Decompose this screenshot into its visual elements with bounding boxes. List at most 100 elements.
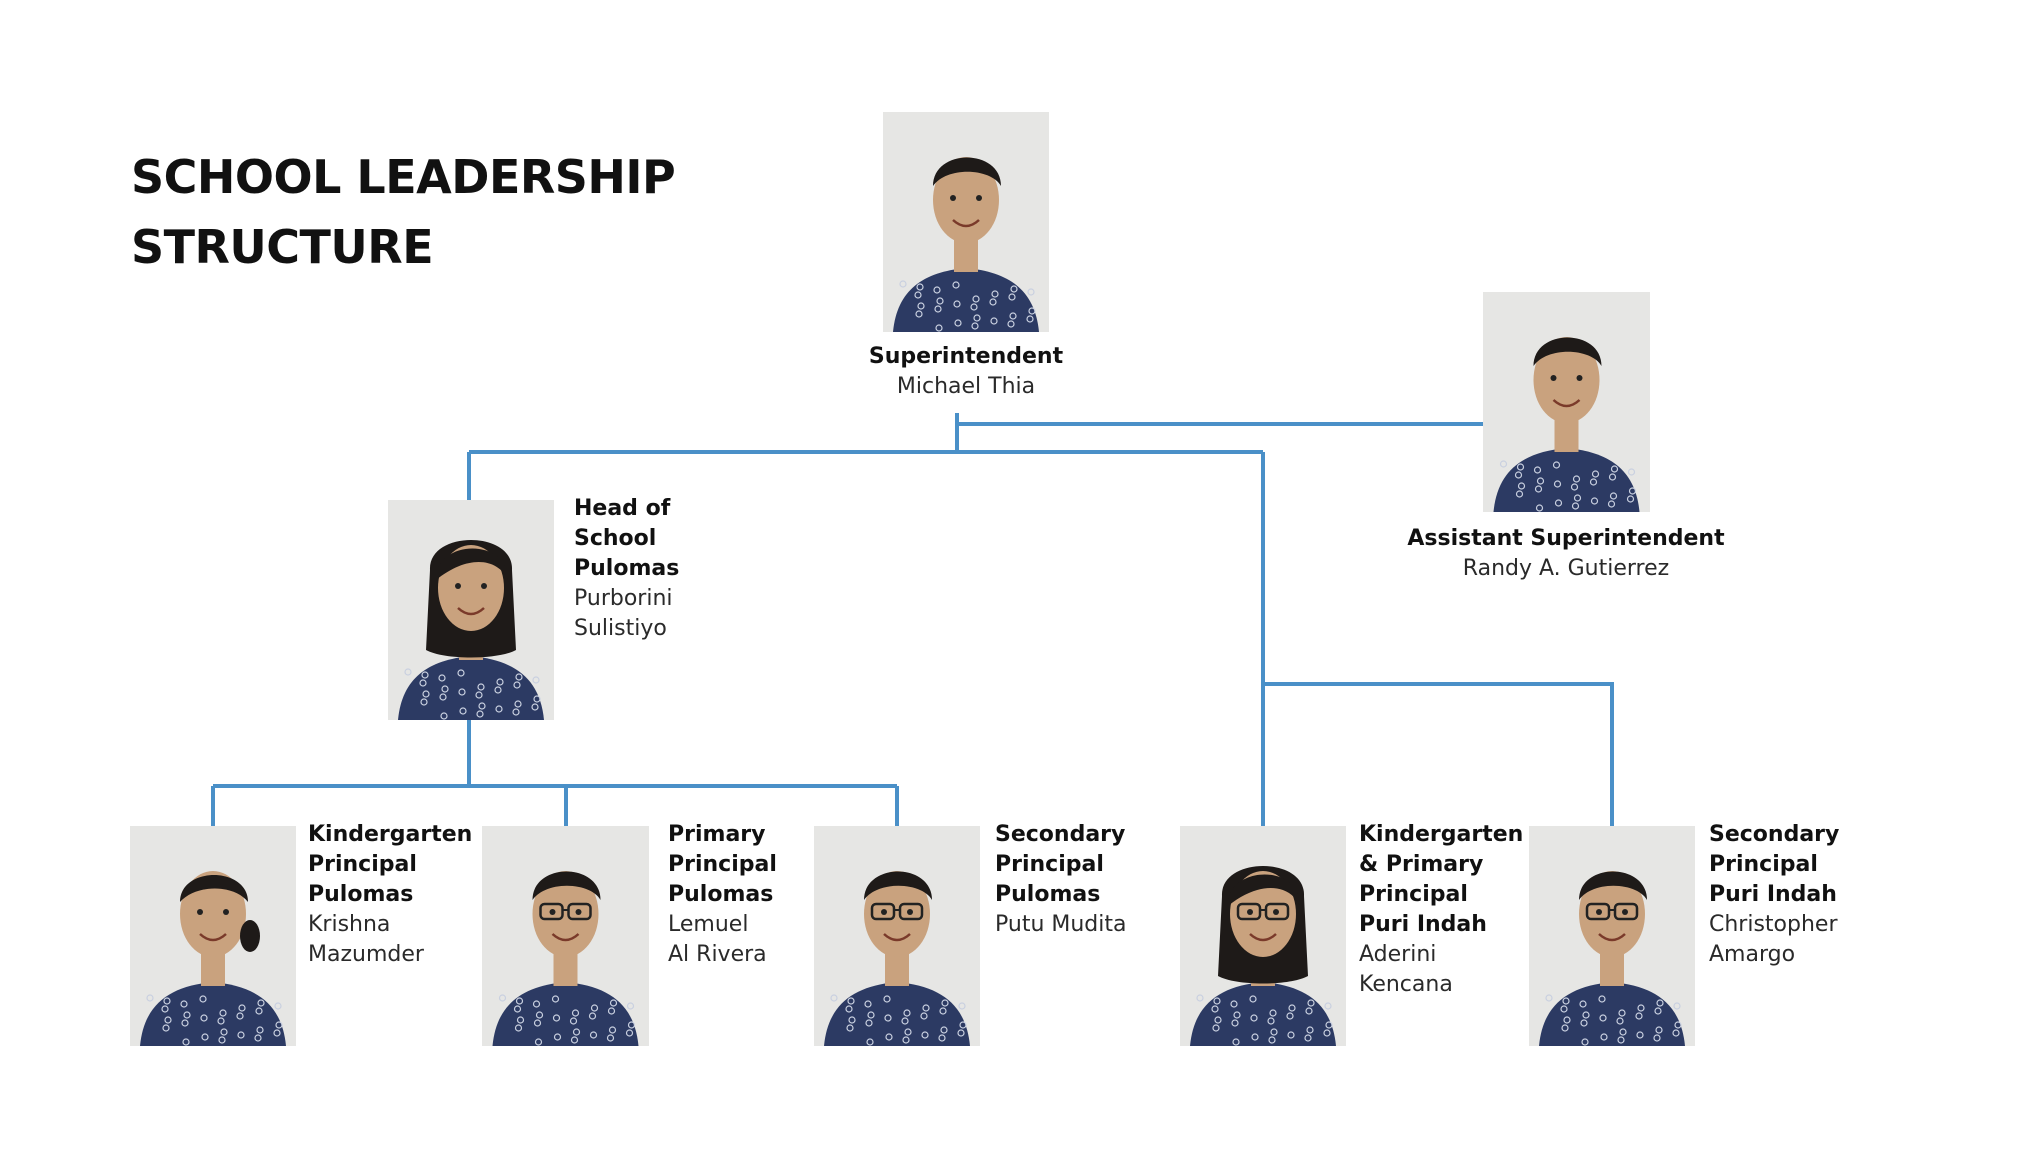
batik-pattern — [218, 1036, 226, 1044]
batik-pattern — [420, 698, 428, 706]
batik-pattern — [164, 1016, 172, 1024]
batik-pattern — [1009, 312, 1017, 320]
batik-pattern — [440, 712, 448, 720]
smile — [1249, 933, 1277, 942]
batik-pattern — [1673, 1002, 1681, 1010]
secondary-principal-puri-indah-photo — [1529, 826, 1695, 1046]
batik-pattern — [1305, 1007, 1313, 1015]
batik-pattern — [939, 1007, 947, 1015]
batik-shirt — [824, 982, 970, 1046]
batik-pattern — [1552, 461, 1561, 469]
batik-pattern — [914, 291, 922, 299]
batik-pattern — [934, 305, 942, 313]
batik-pattern — [845, 1005, 853, 1013]
batik-pattern — [1250, 1014, 1258, 1022]
batik-pattern — [1554, 499, 1563, 507]
batik-pattern — [551, 995, 560, 1003]
batik-pattern — [498, 994, 507, 1002]
hair-top — [1227, 874, 1300, 906]
batik-pattern — [1196, 994, 1204, 1002]
hair-top — [864, 871, 932, 900]
batik-pattern — [883, 995, 891, 1003]
assistant-superintendent-label: Assistant Superintendent Randy A. Gutier… — [1376, 524, 1756, 584]
kg-primary-principal-puri-indah-label: Kindergarten & Primary Principal Puri In… — [1359, 820, 1539, 1000]
face — [532, 871, 599, 957]
batik-pattern — [477, 683, 485, 691]
kg-principal-pulomas-name: Krishna Mazumder — [308, 912, 424, 967]
batik-pattern — [941, 999, 949, 1007]
face — [1579, 871, 1645, 957]
batik-pattern — [952, 281, 960, 289]
secondary-principal-pulomas-photo — [814, 826, 980, 1046]
batik-pattern — [899, 280, 907, 288]
batik-pattern — [1324, 1002, 1332, 1010]
face — [933, 157, 999, 243]
batik-pattern — [513, 681, 521, 689]
batik-pattern — [162, 1024, 170, 1032]
secondary-principal-pulomas-name: Putu Mudita — [995, 912, 1127, 937]
hair-top — [532, 871, 601, 900]
batik-pattern — [1306, 1026, 1314, 1034]
glasses-right-lens — [1264, 902, 1290, 921]
batik-pattern — [572, 1028, 581, 1036]
batik-pattern — [531, 703, 539, 711]
neck — [885, 952, 909, 986]
batik-pattern — [236, 1012, 244, 1020]
eye-right — [1273, 909, 1279, 915]
neck — [201, 952, 225, 986]
hair-top — [435, 548, 508, 580]
batik-pattern — [1672, 1029, 1680, 1037]
batik-pattern — [183, 1011, 191, 1019]
batik-pattern — [1581, 1038, 1589, 1046]
eye-left — [1596, 909, 1602, 915]
face — [180, 871, 246, 957]
batik-pattern — [1637, 1004, 1645, 1012]
batik-pattern — [534, 1038, 543, 1046]
batik-pattern — [1636, 1031, 1644, 1039]
batik-shirt — [1493, 448, 1640, 512]
batik-pattern — [608, 1026, 617, 1034]
smile — [457, 607, 485, 616]
batik-pattern — [532, 676, 540, 684]
hair-top — [1579, 871, 1647, 900]
superintendent-label: Superintendent Michael Thia — [820, 342, 1112, 402]
batik-pattern — [1616, 1017, 1624, 1025]
batik-pattern — [1570, 483, 1579, 491]
eye-right — [481, 583, 487, 589]
batik-pattern — [256, 1026, 264, 1034]
batik-pattern — [475, 691, 483, 699]
secondary-principal-puri-indah-role: Secondary Principal Puri Indah — [1709, 822, 1840, 907]
batik-pattern — [1007, 320, 1015, 328]
batik-pattern — [1536, 477, 1545, 485]
batik-pattern — [1267, 1017, 1275, 1025]
kg-principal-pulomas-label: Kindergarten Principal Pulomas Krishna M… — [308, 820, 488, 970]
batik-pattern — [1590, 497, 1599, 505]
batik-pattern — [1535, 504, 1544, 512]
glasses-left-lens — [539, 902, 564, 921]
assistant-superintendent-photo — [1483, 292, 1650, 512]
batik-pattern — [180, 1000, 188, 1008]
batik-pattern — [1251, 1033, 1259, 1041]
batik-pattern — [535, 1011, 544, 1019]
batik-pattern — [1563, 1016, 1571, 1024]
batik-pattern — [199, 995, 207, 1003]
batik-pattern — [915, 310, 923, 318]
neck — [1600, 952, 1624, 986]
batik-pattern — [922, 1004, 930, 1012]
batik-pattern — [1307, 999, 1315, 1007]
superintendent-name: Michael Thia — [896, 374, 1036, 399]
eye-right — [976, 195, 982, 201]
batik-pattern — [553, 1033, 562, 1041]
batik-pattern — [989, 298, 997, 306]
kg-primary-principal-puri-indah-name: Aderini Kencana — [1359, 942, 1453, 997]
kg-principal-pulomas-role: Kindergarten Principal Pulomas — [308, 822, 473, 907]
batik-pattern — [609, 999, 618, 1007]
neck — [1554, 418, 1579, 452]
batik-pattern — [1249, 995, 1257, 1003]
batik-pattern — [991, 290, 999, 298]
kg-primary-principal-puri-indah-role: Kindergarten & Primary Principal Puri In… — [1359, 822, 1524, 937]
batik-shirt — [492, 982, 639, 1046]
batik-pattern — [590, 1004, 599, 1012]
smile — [551, 933, 580, 942]
